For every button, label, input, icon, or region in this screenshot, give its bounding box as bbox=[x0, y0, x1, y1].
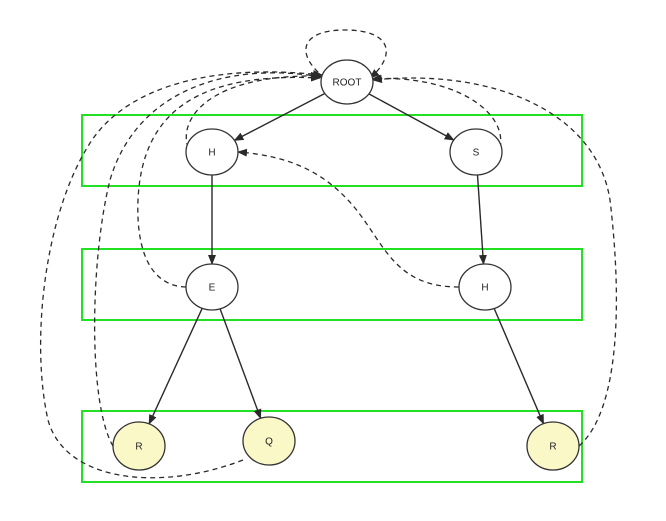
node-s[interactable]: S bbox=[449, 128, 503, 176]
band-level-2 bbox=[81, 248, 583, 321]
node-root[interactable]: ROOT bbox=[320, 59, 374, 105]
node-r2-label: R bbox=[549, 442, 556, 453]
node-r2-shape bbox=[526, 421, 580, 471]
node-root-label: ROOT bbox=[333, 78, 362, 89]
dashed-link-h1-root bbox=[185, 71, 321, 149]
edge-s-h2 bbox=[476, 174, 487, 265]
node-h1[interactable]: H bbox=[185, 128, 239, 176]
node-e-shape bbox=[185, 263, 239, 311]
edge-e-r1 bbox=[148, 308, 203, 425]
edge-h2-r2 bbox=[493, 308, 545, 425]
edge-root-h1 bbox=[233, 92, 326, 142]
node-h1-shape bbox=[185, 128, 239, 176]
node-s-label: S bbox=[473, 148, 480, 159]
node-h2-shape bbox=[458, 263, 512, 311]
node-h1-label: H bbox=[208, 148, 215, 159]
edge-e-q bbox=[219, 308, 262, 420]
node-r2[interactable]: R bbox=[526, 421, 580, 471]
edge-root-s bbox=[368, 93, 455, 141]
dashed-link-q-root bbox=[39, 70, 323, 479]
node-h2[interactable]: H bbox=[458, 263, 512, 311]
node-r1[interactable]: R bbox=[112, 421, 166, 471]
dashed-link-s-root bbox=[371, 74, 502, 149]
node-h2-label: H bbox=[481, 283, 488, 294]
dashed-link-r2-root bbox=[372, 75, 618, 447]
band-level-1 bbox=[81, 114, 583, 187]
band-level-3 bbox=[81, 410, 583, 483]
node-q[interactable]: Q bbox=[242, 416, 296, 466]
dashed-link-r1-root bbox=[94, 71, 323, 447]
node-q-label: Q bbox=[265, 437, 273, 448]
node-root-shape bbox=[320, 59, 374, 105]
node-s-shape bbox=[449, 128, 503, 176]
node-q-shape bbox=[242, 416, 296, 466]
dashed-link-root-root bbox=[305, 29, 387, 79]
node-r1-shape bbox=[112, 421, 166, 471]
node-r1-label: R bbox=[135, 442, 142, 453]
dashed-link-e-root bbox=[137, 73, 321, 288]
node-e[interactable]: E bbox=[185, 263, 239, 311]
node-e-label: E bbox=[209, 283, 216, 294]
dashed-link-h2-h1 bbox=[237, 148, 460, 288]
